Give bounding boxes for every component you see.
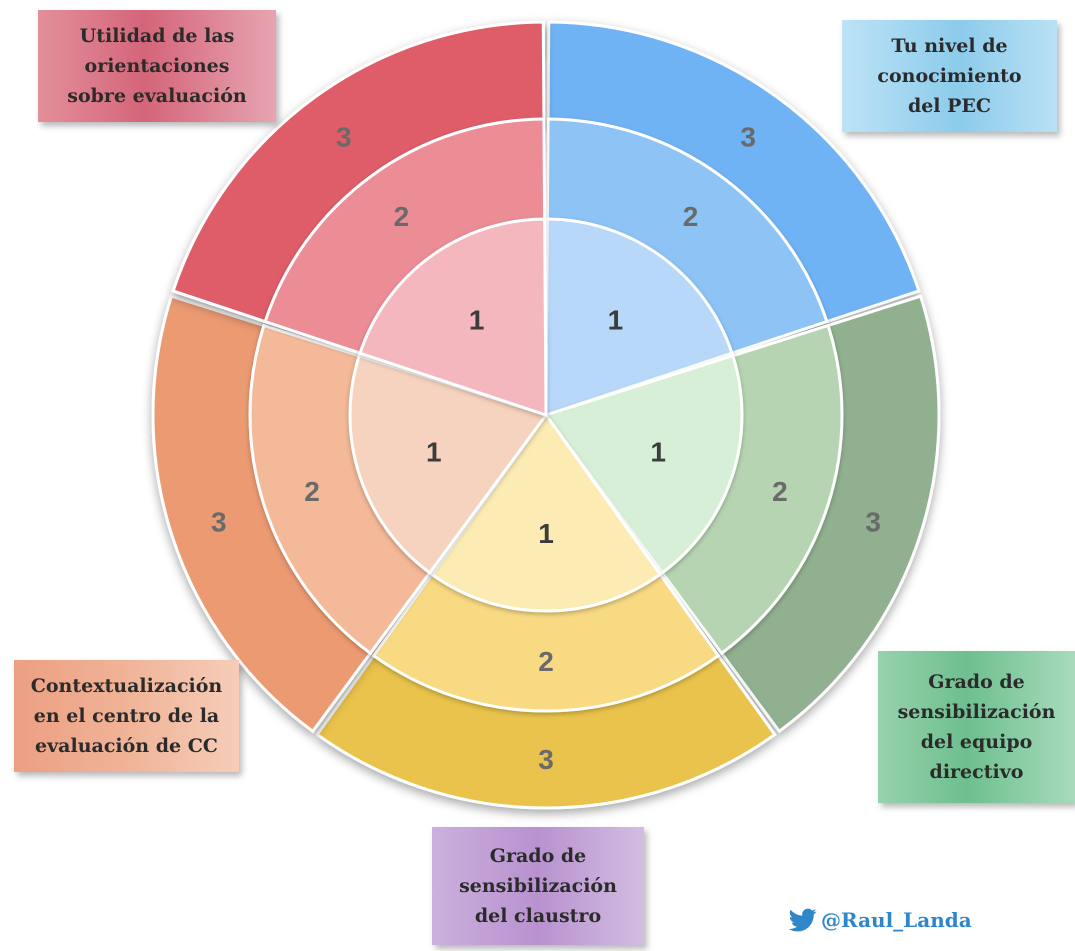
category-label-contextualizacion: Contextualización en el centro de la eva… [14,660,239,772]
sector-ring-1 [429,412,663,613]
category-label-text: Grado de sensibilización del claustro [459,845,617,927]
category-label-equipo-directivo: Grado de sensibilización del equipo dire… [878,651,1075,803]
ring-number-label: 3 [211,506,227,537]
ring-number-label: 3 [865,506,881,537]
ring-number-label: 1 [469,305,485,336]
ring-number-label: 2 [304,476,320,507]
ring-number-label: 1 [538,518,554,549]
ring-number-label: 1 [608,305,624,336]
ring-number-label: 2 [538,646,554,677]
ring-number-label: 1 [650,436,666,467]
credit-handle: @Raul_Landa [821,908,972,932]
twitter-bird-icon [788,908,817,932]
sector-ring-1 [358,217,548,418]
category-label-utilidad: Utilidad de las orientaciones sobre eval… [38,10,276,122]
ring-number-label: 3 [336,122,352,153]
twitter-credit[interactable]: @Raul_Landa [787,900,972,940]
ring-number-label: 1 [426,436,442,467]
ring-number-label: 3 [538,744,554,775]
category-label-text: Utilidad de las orientaciones sobre eval… [67,25,247,107]
ring-number-label: 3 [740,122,756,153]
category-label-text: Grado de sensibilización del equipo dire… [897,671,1056,783]
sector-ring-1 [543,353,744,575]
sector-ring-1 [348,353,549,575]
category-label-nivel-pec: Tu nivel de conocimiento del PEC [842,20,1057,132]
ring-number-label: 2 [394,201,410,232]
ring-number-label: 2 [683,201,699,232]
sector-ring-1 [544,217,734,418]
category-label-text: Tu nivel de conocimiento del PEC [877,35,1022,117]
ring-number-label: 2 [772,476,788,507]
category-label-claustro: Grado de sensibilización del claustro [432,827,644,945]
category-label-text: Contextualización en el centro de la eva… [30,675,223,757]
